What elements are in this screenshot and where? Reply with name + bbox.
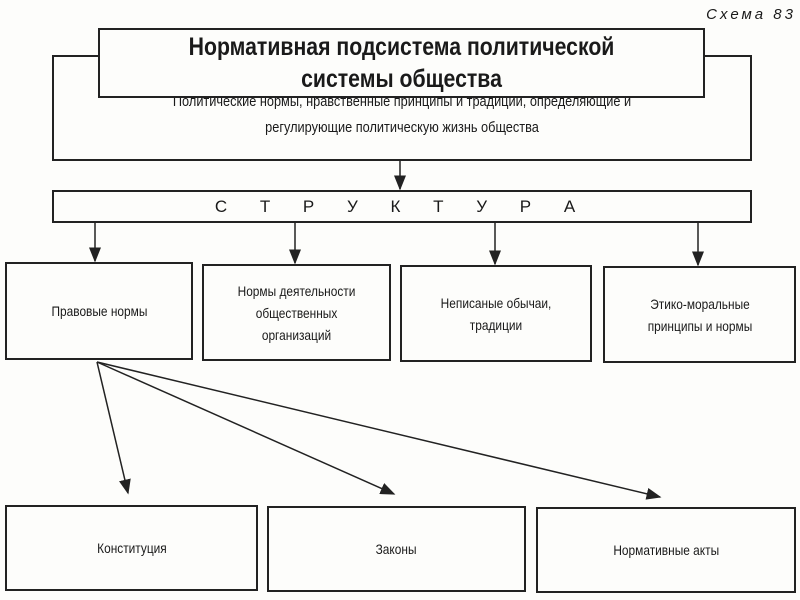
component-label: Этико-моральные принципы и нормы	[647, 295, 752, 334]
component-box: Правовые нормы	[5, 262, 193, 360]
legal-norm-label: Нормативные акты	[613, 542, 719, 558]
component-label: Нормы деятельности общественных организа…	[237, 282, 356, 343]
component-box: Этико-моральные принципы и нормы	[603, 266, 796, 363]
component-box: Неписаные обычаи, традиции	[400, 265, 592, 362]
title: Нормативная подсистема политической сист…	[188, 33, 615, 93]
component-label: Правовые нормы	[51, 303, 147, 319]
structure-box: С Т Р У К Т У Р А	[52, 190, 752, 223]
component-box: Нормы деятельности общественных организа…	[202, 264, 391, 361]
legal-norm-label: Законы	[376, 541, 417, 557]
title-box: Нормативная подсистема политической сист…	[98, 28, 705, 98]
component-label: Неписаные обычаи, традиции	[440, 294, 552, 333]
structure-label: С Т Р У К Т У Р А	[214, 196, 590, 216]
legal-norm-box: Нормативные акты	[536, 507, 796, 593]
legal-norm-label: Конституция	[96, 540, 167, 556]
legal-norm-box: Конституция	[5, 505, 258, 591]
arrow	[96, 361, 131, 495]
scheme-label: Схема 83	[706, 6, 796, 23]
arrow	[96, 361, 396, 495]
legal-norm-box: Законы	[267, 506, 526, 592]
arrow	[96, 361, 662, 500]
